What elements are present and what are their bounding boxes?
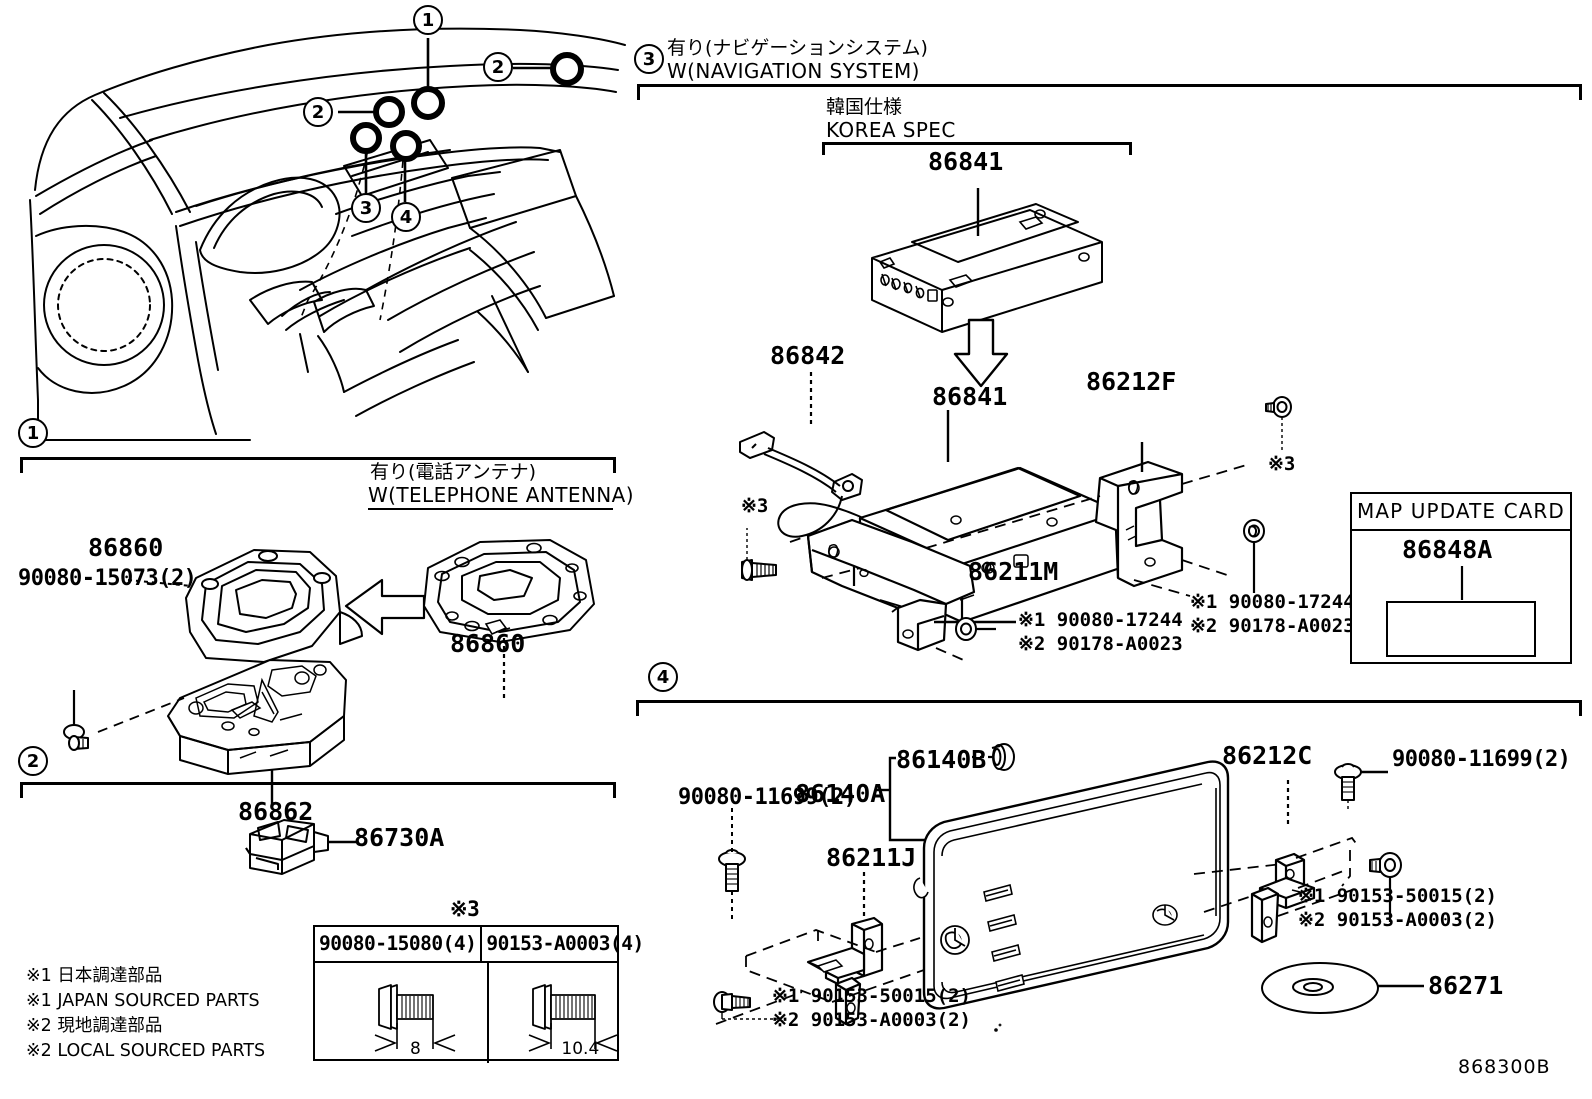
legend-line-4: ※2 LOCAL SOURCED PARTS [26,1041,266,1061]
section-3-marker: 3 [634,44,664,74]
nav-right-fastener-1: ※1 90080-17244 [1190,591,1355,613]
bolt-display-left [713,991,778,1020]
bolt-table-mark: ※3 [450,897,480,921]
display-panel-boss-2 [1152,904,1178,926]
display-bracket-left-label: 86211J [826,843,917,872]
bolt-dimension-1: 8 [410,1039,421,1059]
bolt-dimension-2: 10.4 [561,1039,600,1059]
map-update-card-title: MAP UPDATE CARD [1352,494,1570,531]
korea-nav-unit-drawing [871,188,1103,333]
switch-86730A-drawing [245,819,356,875]
nav-unit-assembly-drawing [739,410,1251,663]
section-1-bracket [20,457,616,473]
nav-right-mark3: ※3 [1268,453,1296,475]
bolt-diagram-1 [374,984,456,1052]
section-3-title-jp: 有り(ナビゲーションシステム) [667,37,928,59]
display-left-bracket-drawing [715,872,925,1026]
callout-number-4: 4 [391,202,421,232]
display-bracket-right-label: 86212C [1222,741,1313,770]
display-right-fastener-1: ※1 90153-50015(2) [1298,885,1497,907]
bolt-spec-table: 90080-15080(4) 90153-A0003(4) [313,925,644,1063]
telephone-antenna-drawing [97,539,595,808]
disc-86271-drawing [1261,962,1424,1014]
callout-number-2a: 2 [303,97,333,127]
ring-marker-1 [411,86,445,120]
disc-part-label: 86271 [1428,971,1504,1000]
antenna-bracket-label: 86862 [238,797,314,826]
display-assy-label: 86140A [795,779,886,808]
nav-unit-part-label: 86841 [932,382,1008,411]
screw-left-nav [741,528,777,581]
display-panel-boss [940,925,970,955]
bolt-table-header-2: 90153-A0003(4) [486,932,644,955]
bolt-table-header-row: 90080-15080(4) 90153-A0003(4) [315,927,644,963]
display-screw-right-label: 90080-11699(2) [1392,747,1571,772]
ring-marker-4 [390,130,422,162]
nav-center-fastener-2: ※2 90178-A0023 [1018,633,1183,655]
korea-spec-title-jp: 韓国仕様 [826,96,903,118]
switch-part-label: 86730A [354,823,445,852]
section-2-bracket [20,782,616,798]
legend-line-1: ※1 日本調達部品 [26,966,163,986]
bracket-left-part-label: 86211M [968,557,1059,586]
display-panel-drawing [913,760,1230,1032]
screw-antenna-bracket [63,690,89,751]
drawing-number: 868300B [1458,1056,1551,1078]
display-left-fastener-1: ※1 90153-50015(2) [772,985,971,1007]
bolt-table-body-row: 8 [315,963,618,1063]
bolt-right2-nav [1243,519,1265,593]
section-1-title-underline [368,508,613,510]
section-2-marker: 2 [18,746,48,776]
bolt-display-right [1369,852,1402,922]
display-screw-left-label: 90080-11699(2) [678,785,857,810]
korea-nav-part-label: 86841 [928,147,1004,176]
antenna-cord-leader [809,372,813,428]
section-3-bracket [637,84,1582,100]
antenna-cord-part-label: 86842 [770,341,846,370]
ring-marker-3 [350,122,382,154]
map-update-card-box: MAP UPDATE CARD 86848A [1350,492,1572,664]
antenna-unit-label: 86860 [450,629,526,658]
antenna-cover-label: 86860 [88,533,164,562]
assembly-arrow-down [953,318,1009,388]
korea-spec-bracket [822,142,1132,155]
dashboard-illustration [29,27,626,441]
display-left-fastener-2: ※2 90153-A0003(2) [772,1009,971,1031]
callout-number-3: 3 [351,193,381,223]
callout-number-2b: 2 [483,52,513,82]
map-update-card-part: 86848A [1402,535,1493,564]
section-1-marker: 1 [18,418,48,448]
display-right-fastener-2: ※2 90153-A0003(2) [1298,909,1497,931]
callout-number-1: 1 [413,5,443,35]
display-right-bracket-drawing [1193,780,1359,944]
display-cap-label: 86140B [896,745,987,774]
nav-left-mark3: ※3 [741,495,769,517]
section-1-title-jp: 有り(電話アンテナ) [370,461,537,483]
bolt-table-header-1: 90080-15080(4) [315,927,483,961]
legend-line-3: ※2 現地調達部品 [26,1016,163,1036]
bolt-table-cell-1: 8 [315,963,490,1063]
section-4-bracket [636,700,1582,716]
ring-marker-2a [373,96,405,128]
bolt-diagram-2 [529,984,618,1052]
section-4-marker: 4 [648,662,678,692]
section-1-title-en: W(TELEPHONE ANTENNA) [368,483,634,507]
screw-display-left [718,805,746,923]
korea-spec-title-en: KOREA SPEC [826,118,956,142]
nav-right-fastener-2: ※2 90178-A0023 [1190,615,1355,637]
section-3-title-en: W(NAVIGATION SYSTEM) [667,59,920,83]
bolt-center-nav [955,617,996,641]
nav-center-fastener-1: ※1 90080-17244 [1018,609,1183,631]
bracket-right-part-label: 86212F [1086,367,1177,396]
map-update-card-graphic [1386,601,1536,657]
ring-marker-2b [550,52,584,86]
display-cap-drawing [968,743,1015,771]
bolt-table-cell-2: 10.4 [489,963,618,1063]
antenna-screw-label: 90080-15073(2) [18,566,197,591]
map-card-leader [1460,566,1464,600]
bolt-right-nav [1265,396,1292,450]
screw-display-right [1334,763,1388,812]
legend-line-2: ※1 JAPAN SOURCED PARTS [26,991,260,1011]
